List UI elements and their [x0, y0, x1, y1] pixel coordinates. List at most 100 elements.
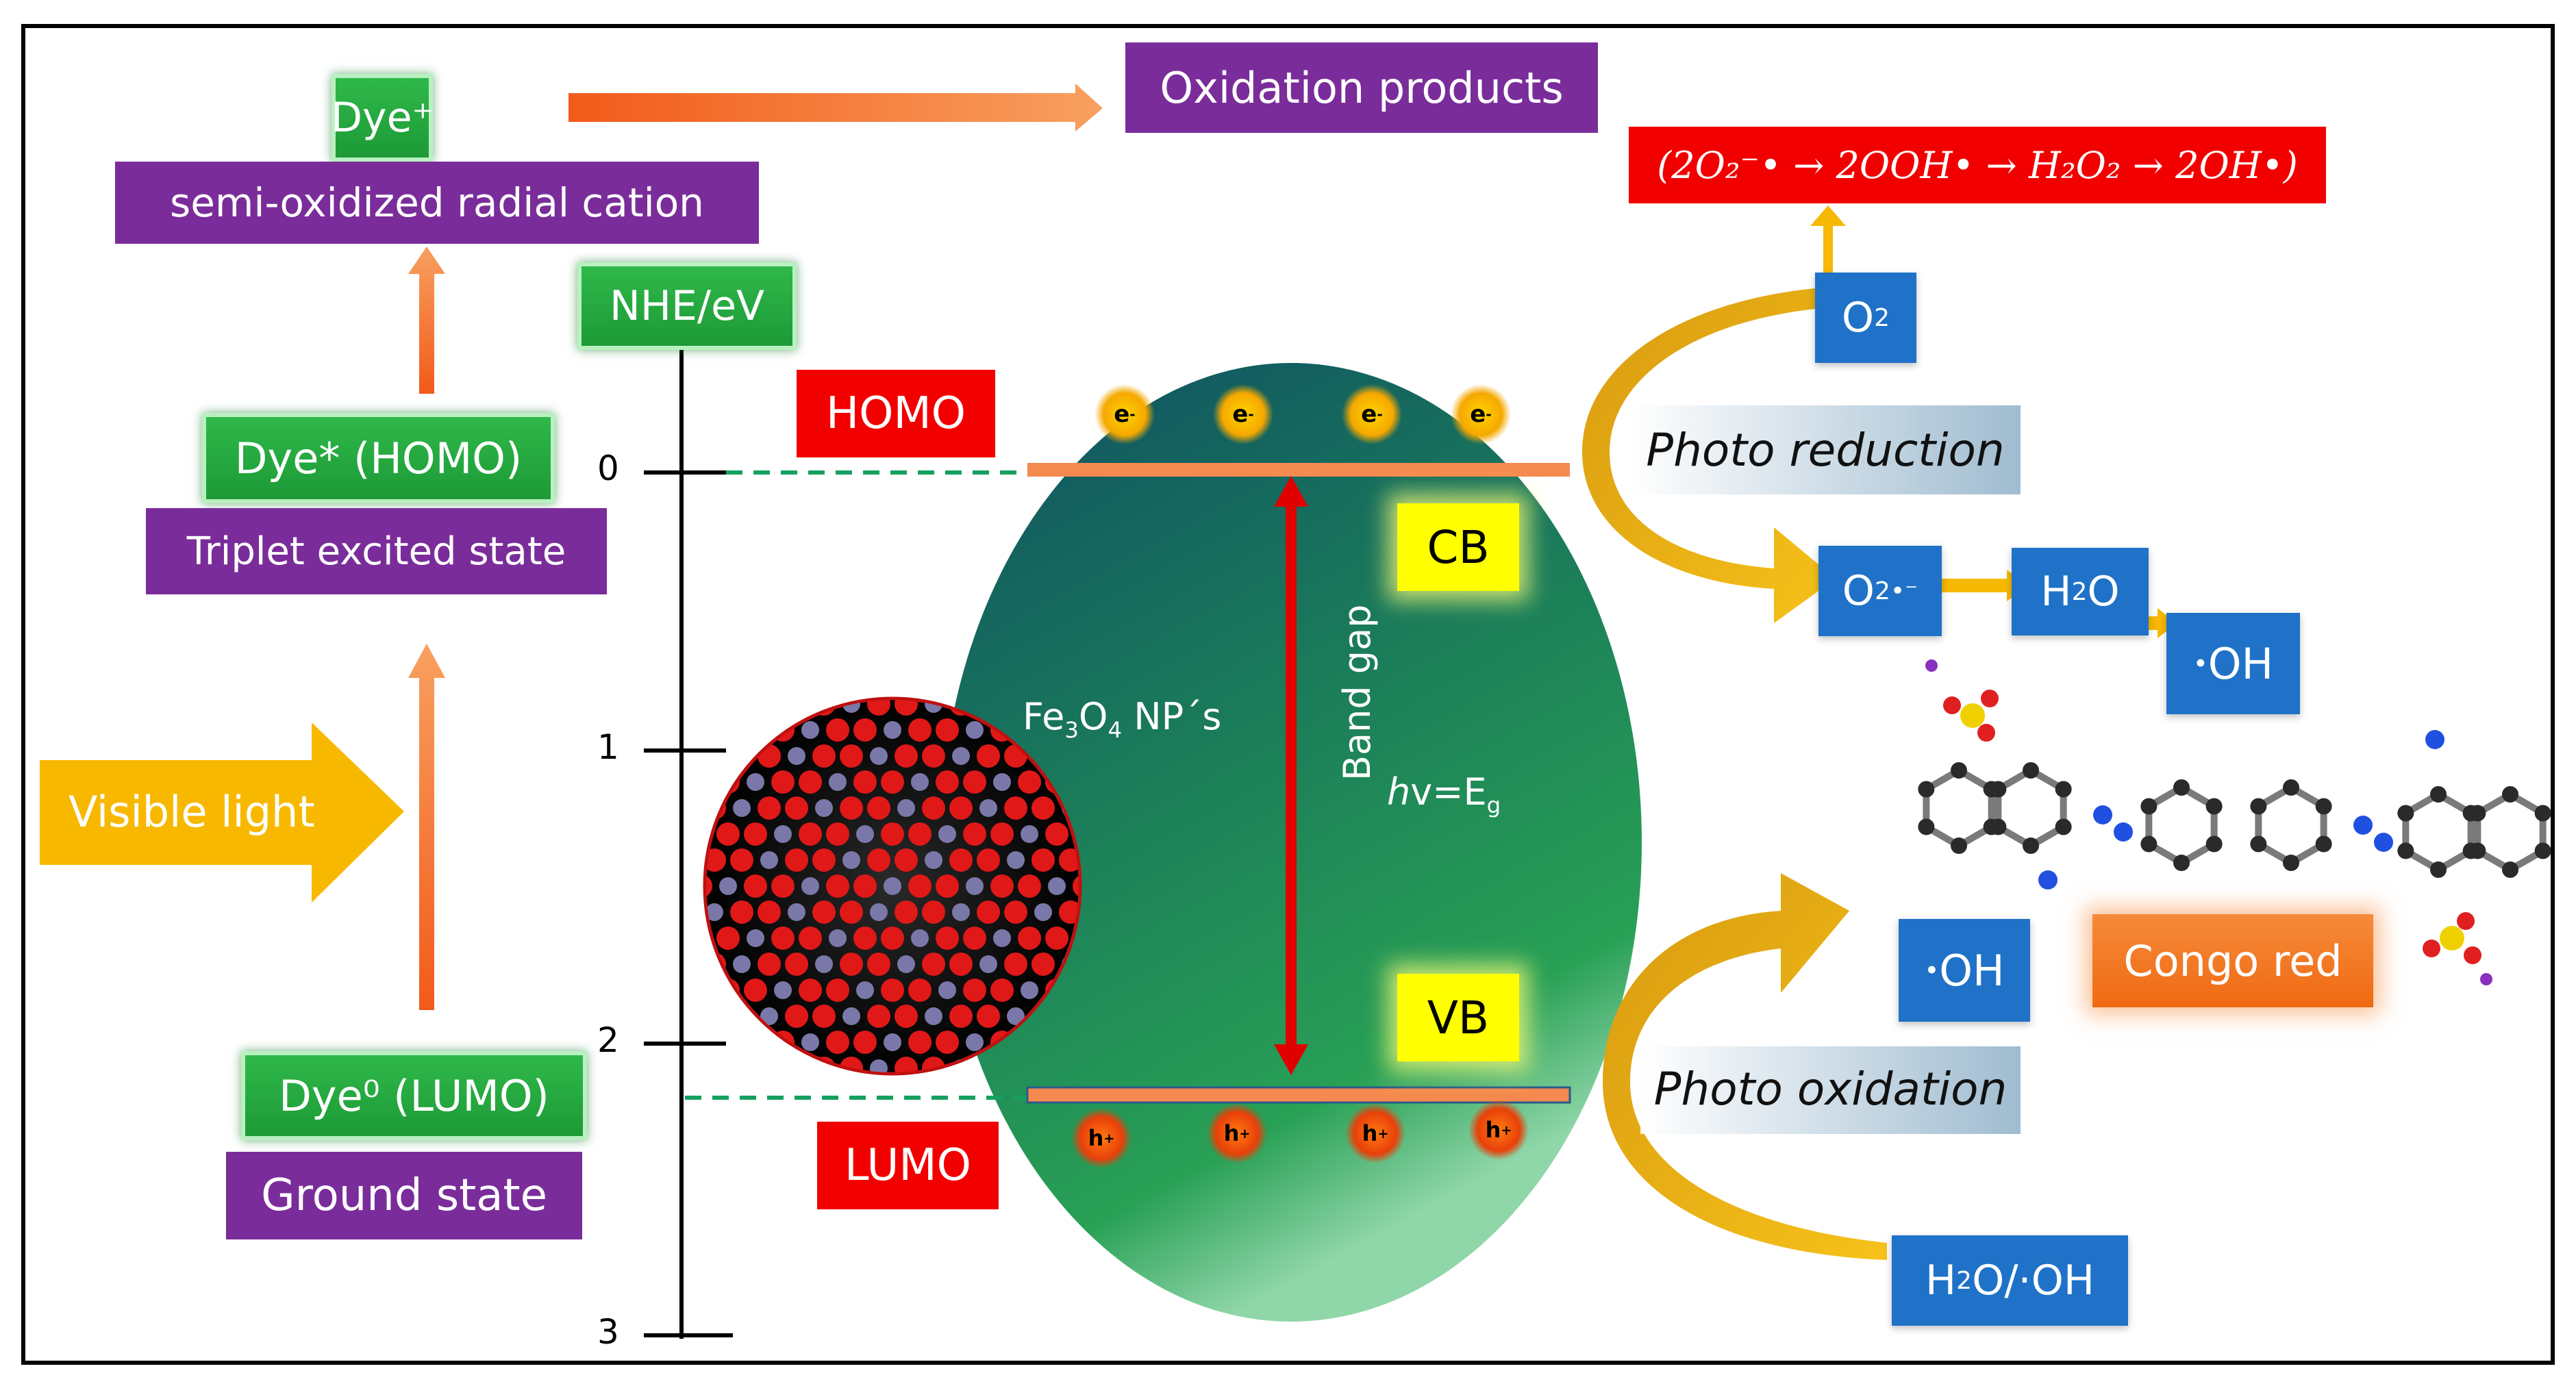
oxygen-atom: [785, 848, 808, 872]
band-gap-arrow-head-bottom: [1274, 1044, 1308, 1075]
oxygen-atom: [977, 848, 1000, 872]
oxygen-atom: [936, 1031, 959, 1054]
photo-oxidation-box: [1640, 1046, 2021, 1134]
dye-plus-label: Dye⁺: [331, 74, 434, 162]
hole-1-symbol: h: [1088, 1125, 1104, 1151]
iron-atom: [788, 1059, 805, 1072]
oxygen-atom: [895, 848, 918, 872]
iron-atom: [897, 799, 915, 817]
iron-atom: [897, 955, 915, 973]
carbon-atom: [2173, 779, 2190, 796]
hole-1-sign: +: [1103, 1130, 1115, 1146]
carbon-atom: [2430, 786, 2447, 803]
oxidation-arrow: [568, 84, 1103, 131]
oxygen-atom: [758, 953, 781, 976]
oxygen-atom: [2457, 912, 2475, 930]
iron-atom: [788, 903, 805, 921]
carbon-atom: [2534, 842, 2551, 859]
oxygen-atom: [716, 822, 740, 846]
electron-2-sign: -: [1248, 406, 1254, 423]
iron-atom: [733, 799, 751, 817]
iron-atom: [801, 1033, 819, 1051]
carbon-atom: [2502, 861, 2518, 878]
nitrogen-atom: [2038, 870, 2058, 890]
tick-label-2: 2: [597, 1020, 619, 1060]
oxygen-atom: [1018, 874, 1041, 898]
carbon-atom: [2469, 805, 2486, 822]
oxygen-atom: [706, 770, 712, 794]
iron-atom: [747, 929, 764, 947]
oxygen-atom: [922, 796, 945, 820]
carbon-atom: [2469, 842, 2486, 859]
iron-atom: [1021, 825, 1038, 843]
oxygen-atom: [799, 822, 822, 846]
nitrogen-atom: [2425, 730, 2444, 749]
molecule-ring-4: [2255, 783, 2327, 867]
oxygen-atom: [812, 744, 836, 768]
electron-3-sign: -: [1377, 406, 1383, 423]
fe3o4-label: Fe3O4 NP´s: [1023, 695, 1221, 743]
electron-1-symbol: e: [1114, 401, 1130, 428]
carbon-atom: [2140, 835, 2158, 853]
cb-label: CB: [1397, 503, 1519, 591]
oxygen-atom: [963, 770, 986, 794]
oxygen-atom: [785, 953, 808, 976]
oxygen-atom: [758, 900, 781, 924]
iron-atom: [842, 851, 860, 869]
iron-atom: [815, 799, 833, 817]
oxygen-atom: [922, 744, 945, 768]
iron-atom: [870, 747, 888, 765]
congo-red-label: Congo red: [2092, 914, 2373, 1007]
visible-light-label: Visible light: [68, 786, 315, 837]
superoxide-sub: 2: [1875, 577, 1890, 605]
oxygen-atom: [771, 927, 795, 950]
iron-atom: [815, 955, 833, 973]
carbon-atom: [2250, 835, 2267, 853]
oxygen-atom: [853, 718, 877, 742]
oxygen-atom: [1981, 690, 1999, 707]
tick-label-1: 1: [597, 727, 619, 767]
iron-atom: [952, 903, 970, 921]
iron-atom: [1048, 877, 1066, 895]
hole-3-sign: +: [1377, 1125, 1389, 1142]
oxygen-atom: [922, 953, 945, 976]
iron-atom: [747, 773, 764, 791]
oxygen-atom: [840, 900, 863, 924]
o2-sub: 2: [1874, 303, 1890, 332]
hv-eg-label: hv=Eg: [1387, 770, 1501, 818]
iron-atom: [774, 981, 792, 999]
oxygen-atom: [949, 1005, 973, 1028]
oxygen-atom: [949, 953, 973, 976]
carbon-atom: [2250, 798, 2267, 815]
sodium-atom: [2480, 973, 2492, 985]
iron-atom: [733, 955, 751, 973]
oxygen-atom: [799, 927, 822, 950]
oxygen-atom: [758, 796, 781, 820]
hv-h: h: [1387, 770, 1411, 814]
iron-atom: [801, 721, 819, 739]
hole-4: [1468, 1100, 1529, 1160]
carbon-atom: [2315, 798, 2332, 815]
electron-4-sign: -: [1486, 406, 1492, 423]
oxygen-atom: [840, 744, 863, 768]
hydroxyl-radical-top-label: •OH: [2166, 613, 2300, 714]
carbon-atom: [2502, 786, 2518, 803]
oxygen-atom: [867, 953, 890, 976]
electron-4: [1451, 384, 1511, 444]
h2o-o: O: [2087, 568, 2120, 616]
semi-oxidized-label: semi-oxidized radial cation: [115, 162, 759, 244]
homo-label: HOMO: [797, 370, 995, 457]
oxygen-atom: [990, 979, 1014, 1002]
oxygen-atom: [758, 1057, 781, 1072]
iron-atom: [870, 1059, 888, 1072]
carbon-atom: [2283, 855, 2299, 871]
iron-atom: [870, 903, 888, 921]
iron-atom: [801, 877, 819, 895]
carbon-atom: [2430, 861, 2447, 878]
oxygen-atom: [730, 700, 753, 716]
iron-atom: [925, 1007, 942, 1025]
oxygen-atom: [730, 848, 753, 872]
